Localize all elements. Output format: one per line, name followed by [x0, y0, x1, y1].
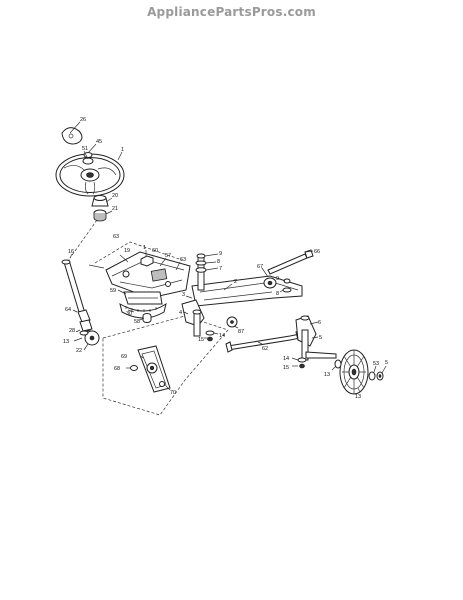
- callout-labels: 26 45 51 1 20 21 63 19 1 60 57 63 9 8 7 …: [63, 117, 388, 400]
- callout-7: 7: [219, 266, 222, 272]
- callout-13: 13: [63, 339, 69, 345]
- callout-5: 5: [319, 335, 322, 341]
- callout-13b: 13: [324, 372, 330, 378]
- callout-8b: 8: [276, 291, 279, 297]
- callout-5b: 5: [385, 360, 388, 366]
- callout-22: 22: [76, 348, 82, 354]
- callout-59: 59: [110, 288, 116, 294]
- callout-15b: 15: [283, 365, 289, 371]
- callout-6: 6: [318, 320, 321, 326]
- callout-67: 67: [257, 264, 263, 270]
- steering-shaft: [61, 253, 100, 351]
- callout-45: 45: [96, 139, 102, 145]
- callout-64: 64: [65, 307, 71, 313]
- callout-63b: 63: [180, 257, 186, 263]
- callout-13c: 13: [355, 394, 361, 400]
- callout-8: 8: [217, 259, 220, 265]
- callout-15: 15: [198, 337, 204, 343]
- steering-support-plate: [88, 241, 229, 416]
- callout-16: 16: [68, 249, 74, 255]
- right-spindle: [291, 315, 337, 369]
- callout-69: 69: [121, 354, 127, 360]
- callout-26: 26: [80, 117, 86, 123]
- callout-58: 58: [134, 319, 140, 325]
- callout-2: 2: [234, 279, 237, 285]
- callout-63: 63: [113, 234, 119, 240]
- callout-53: 53: [373, 361, 379, 367]
- callout-87: 87: [238, 329, 244, 335]
- steering-wheel-assembly: [55, 121, 125, 259]
- callout-30: 30: [126, 311, 132, 317]
- callout-9: 9: [219, 251, 222, 257]
- watermark: AppliancePartsPros.com: [147, 5, 316, 19]
- callout-1b: 1: [143, 245, 146, 251]
- callout-66: 66: [314, 249, 320, 255]
- callout-70: 70: [170, 390, 176, 396]
- callout-60: 60: [152, 248, 158, 254]
- callout-14b: 14: [283, 356, 289, 362]
- callout-1: 1: [121, 147, 124, 153]
- callout-51: 51: [82, 146, 88, 152]
- callout-14: 14: [219, 333, 225, 339]
- callout-68: 68: [114, 366, 120, 372]
- callout-19: 19: [124, 248, 130, 254]
- callout-57: 57: [165, 253, 171, 259]
- callout-62: 62: [262, 346, 268, 352]
- callout-20: 20: [112, 193, 118, 199]
- callout-9b: 9: [276, 276, 279, 282]
- front-axle: [181, 249, 314, 342]
- steering-plate: [126, 345, 171, 393]
- callout-3: 3: [182, 292, 185, 298]
- callout-21: 21: [112, 206, 118, 212]
- callout-4: 4: [179, 310, 182, 316]
- callout-28: 28: [69, 328, 75, 334]
- front-wheel-hub: [331, 349, 387, 395]
